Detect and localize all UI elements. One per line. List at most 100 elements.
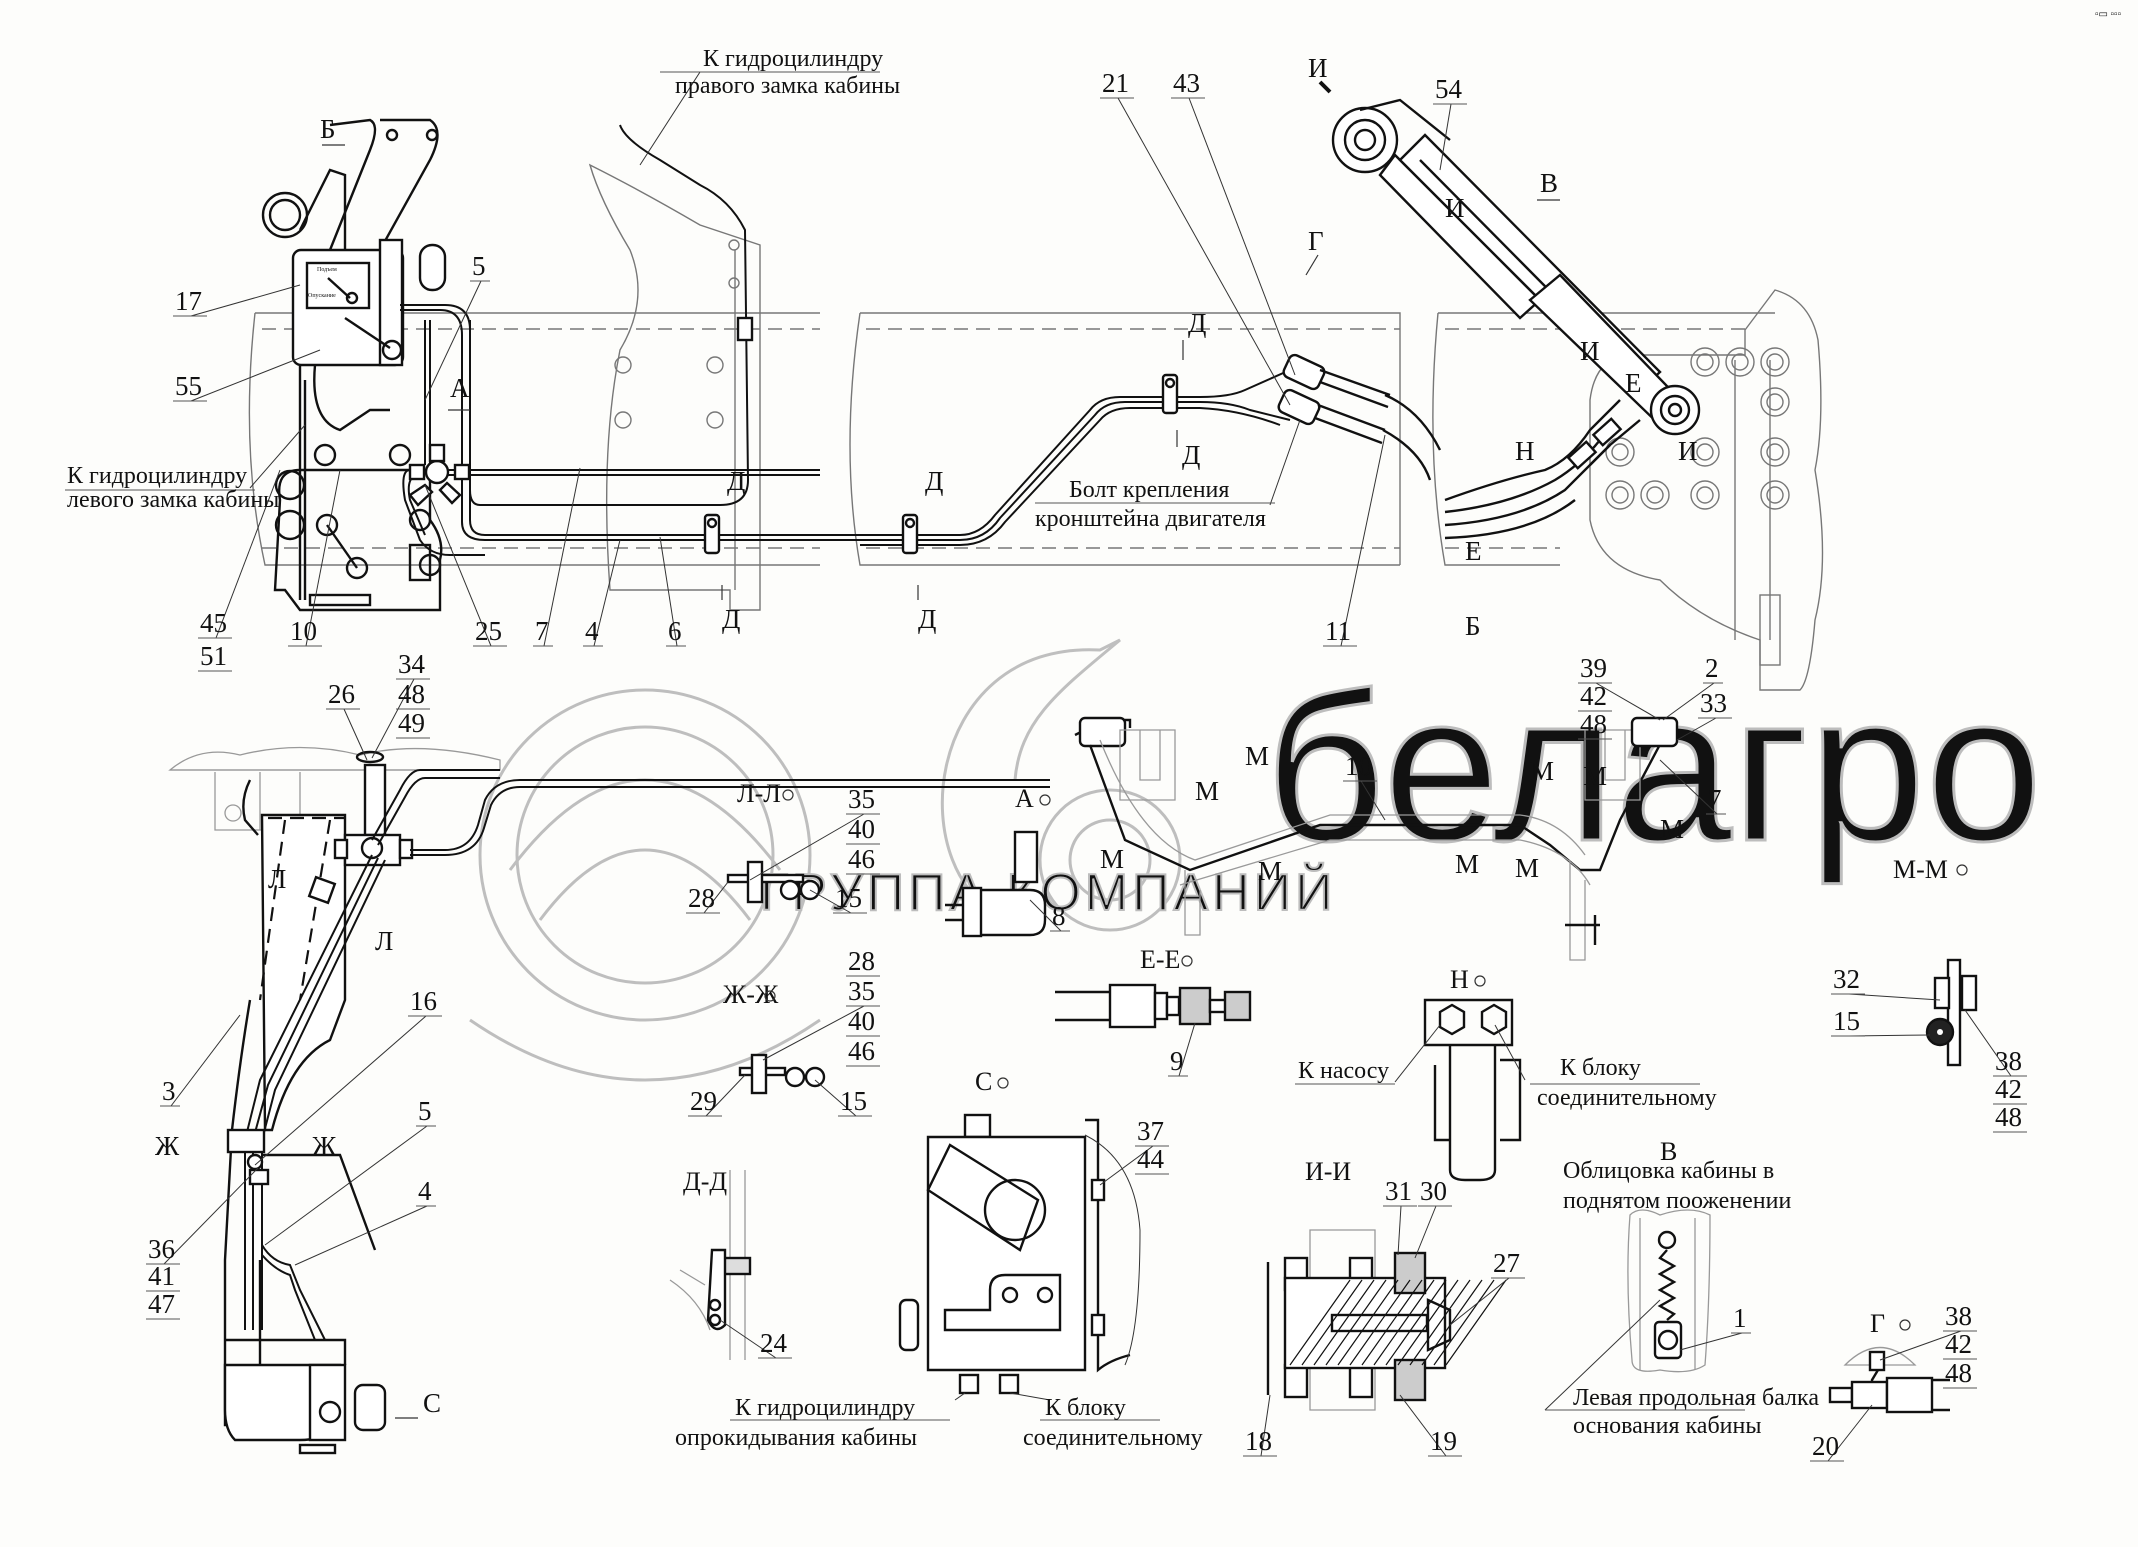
callout-leader (1659, 759, 1718, 815)
view-mark-d-1: Д (1188, 308, 1206, 338)
cab-hinge-beam (1074, 716, 1679, 961)
callout-part-20: 20 (1812, 1431, 1839, 1461)
callout-part-8: 8 (1052, 901, 1066, 931)
callout-part-48d: 48 (1995, 1102, 2022, 1132)
elbow-fitting-view-a (945, 830, 1047, 938)
section-marker-circle (764, 990, 776, 1002)
section-title-c: С (975, 1067, 992, 1096)
pipe-clip (703, 513, 721, 555)
lock-cylinder-pipes (223, 769, 1050, 1427)
section-dd-clip (669, 1170, 752, 1360)
section-title-g: Г (1870, 1309, 1885, 1338)
view-v-spring (1627, 1209, 1711, 1373)
note-left-lock-2: левого замка кабины (67, 487, 279, 513)
bolt-hole (1760, 347, 1790, 377)
section-n-block (1423, 998, 1522, 1182)
frame-bracket-plate (1589, 289, 1824, 691)
section-title-mm: М-М (1893, 855, 1948, 884)
pipe-bundle-main (400, 304, 1291, 556)
note-conn-block-1: К блоку (1045, 1395, 1126, 1421)
view-mark-v: В (1540, 168, 1558, 198)
callout-leader (1827, 1404, 1873, 1462)
section-zhzh-clamp (738, 1053, 826, 1095)
pipe-clip (1161, 373, 1179, 415)
bolt-hole (1690, 437, 1720, 467)
callout-part-30: 30 (1420, 1176, 1447, 1206)
callout-leader (705, 1074, 746, 1117)
callout-part-40b: 40 (848, 1006, 875, 1036)
callout-leader (1188, 97, 1296, 376)
bolt-hole (1690, 480, 1720, 510)
view-mark-i-low: И (1580, 336, 1600, 366)
callout-part-7a: 7 (535, 616, 549, 646)
callout-part-42c: 42 (1995, 1074, 2022, 1104)
callout-leader (1964, 1009, 2012, 1077)
callout-part-42a: 42 (1945, 1329, 1972, 1359)
note-n-conn-block-1: К блоку (1560, 1055, 1641, 1081)
callout-part-48a: 48 (398, 679, 425, 709)
callout-leader (254, 1015, 427, 1166)
view-g-fitting (1828, 1346, 1950, 1414)
callout-part-46b: 46 (848, 1036, 875, 1066)
frame-rail-middle-segment (849, 312, 1401, 566)
callout-leader (1117, 97, 1291, 406)
notes: К гидроцилиндру правого замка кабины К г… (67, 46, 1819, 1451)
callout-part-6: 6 (668, 616, 682, 646)
view-mark-m-2: М (1195, 776, 1219, 806)
callout-part-28b: 28 (848, 946, 875, 976)
callout-leader (343, 708, 368, 761)
callout-leader (424, 484, 492, 647)
view-mark-e-low: Е (1465, 536, 1482, 566)
callout-part-54: 54 (1435, 74, 1463, 104)
callout-leader (1360, 780, 1386, 821)
callout-part-35b: 35 (848, 976, 875, 1006)
section-marker-circle (1956, 864, 1968, 876)
callout-leader (749, 813, 865, 881)
callout-part-15c: 15 (1833, 1006, 1860, 1036)
callout-part-34: 34 (398, 649, 426, 679)
note-conn-block-2: соединительному (1023, 1425, 1203, 1451)
note-left-beam-2: основания кабины (1573, 1413, 1761, 1439)
section-marker-circle (1474, 975, 1486, 987)
note-left-lock-1: К гидроцилиндру (67, 463, 247, 489)
section-title-ee: Е-Е (1140, 945, 1180, 974)
callout-part-5a: 5 (472, 251, 486, 281)
callout-part-48b: 48 (1945, 1358, 1972, 1388)
bolt-hole (1725, 347, 1755, 377)
callout-leader (1340, 434, 1386, 647)
callout-leader (762, 1005, 865, 1061)
view-mark-m-3: М (1100, 844, 1124, 874)
callout-leader (809, 889, 852, 914)
callout-part-2: 2 (1705, 653, 1719, 683)
callout-leader (305, 469, 341, 647)
pump-up-label: Подъем (317, 267, 337, 273)
hydraulic-hoses (1444, 399, 1621, 540)
view-mark-d-5: Д (722, 604, 740, 634)
callout-part-46a: 46 (848, 844, 875, 874)
section-title-dd: Д-Д (683, 1167, 727, 1196)
hand-pump-assembly (261, 118, 447, 612)
bolt-hole (1760, 387, 1790, 417)
callout-part-4b: 4 (418, 1176, 432, 1206)
hose-couplings (1277, 353, 1442, 481)
view-mark-zh-2: Ж (312, 1131, 337, 1161)
callout-leader (170, 1014, 241, 1107)
note-cab-lining-1: Облицовка кабины в (1563, 1158, 1774, 1184)
callout-part-4a: 4 (585, 616, 599, 646)
view-mark-m-1: М (1245, 741, 1269, 771)
callout-part-55: 55 (175, 371, 202, 401)
view-mark-l-2: Л (375, 926, 393, 956)
bolt-hole (1640, 480, 1670, 510)
pipe-clamp (736, 316, 754, 342)
callout-part-11: 11 (1325, 616, 1351, 646)
view-mark-i-top: И (1308, 53, 1328, 83)
callout-part-36: 36 (148, 1234, 175, 1264)
callout-part-29: 29 (690, 1086, 717, 1116)
tilt-cylinder (1331, 98, 1701, 470)
callout-leaders (65, 71, 2012, 1462)
callout-part-48c: 48 (1580, 709, 1607, 739)
callout-part-18: 18 (1245, 1426, 1272, 1456)
section-mm-bracket (1925, 958, 1978, 1067)
